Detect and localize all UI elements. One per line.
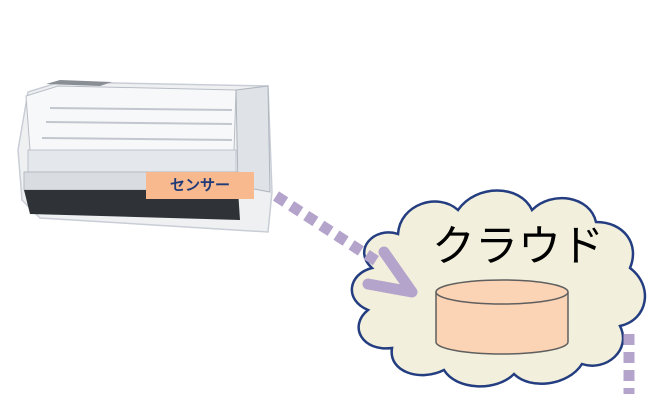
sensor-label: センサー <box>146 172 254 199</box>
display-case-illustration <box>17 80 273 233</box>
cloud-label: クラウド <box>432 222 604 272</box>
connector-arrow <box>273 191 418 298</box>
database-cylinder-icon <box>435 279 569 355</box>
